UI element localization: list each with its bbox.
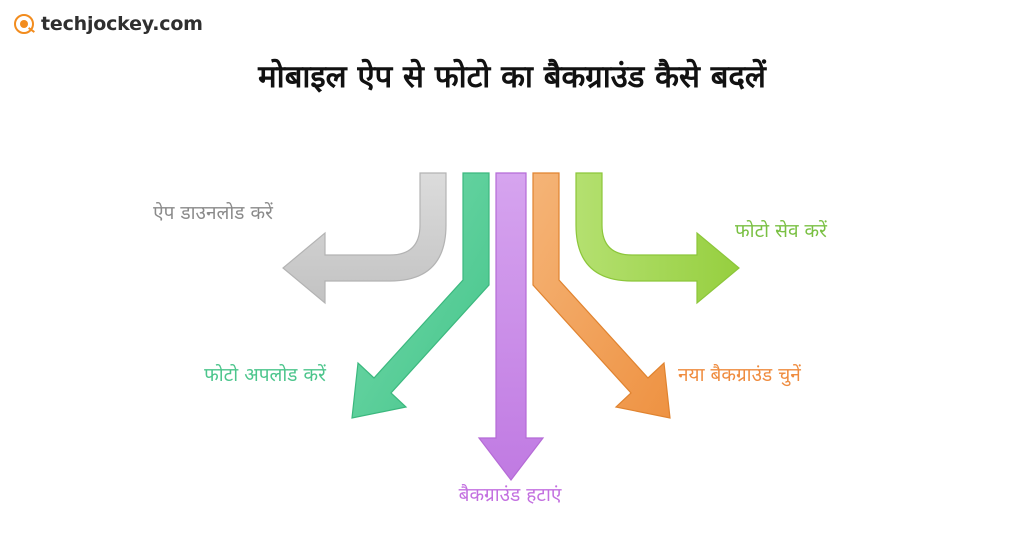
arrow-background-remove [477,172,545,481]
label-photo-save: फोटो सेव करें [735,220,827,242]
arrow-photo-upload [351,172,490,419]
label-photo-upload: फोटो अपलोड करें [204,364,326,386]
page-title: मोबाइल ऐप से फोटो का बैकग्राउंड कैसे बदल… [258,59,766,95]
arrow-app-download [282,172,447,305]
label-new-background: नया बैकग्राउंड चुनें [678,364,801,386]
label-background-remove: बैकग्राउंड हटाएं [458,484,562,506]
arrow-new-background [532,172,671,419]
arrow-flow-diagram [282,172,740,481]
techjockey-circle-icon [14,14,34,34]
label-app-download: ऐप डाउनलोड करें [153,202,273,224]
arrow-photo-save [575,172,740,305]
brand-logo[interactable]: techjockey.com [14,13,203,35]
brand-name: techjockey.com [41,13,203,35]
